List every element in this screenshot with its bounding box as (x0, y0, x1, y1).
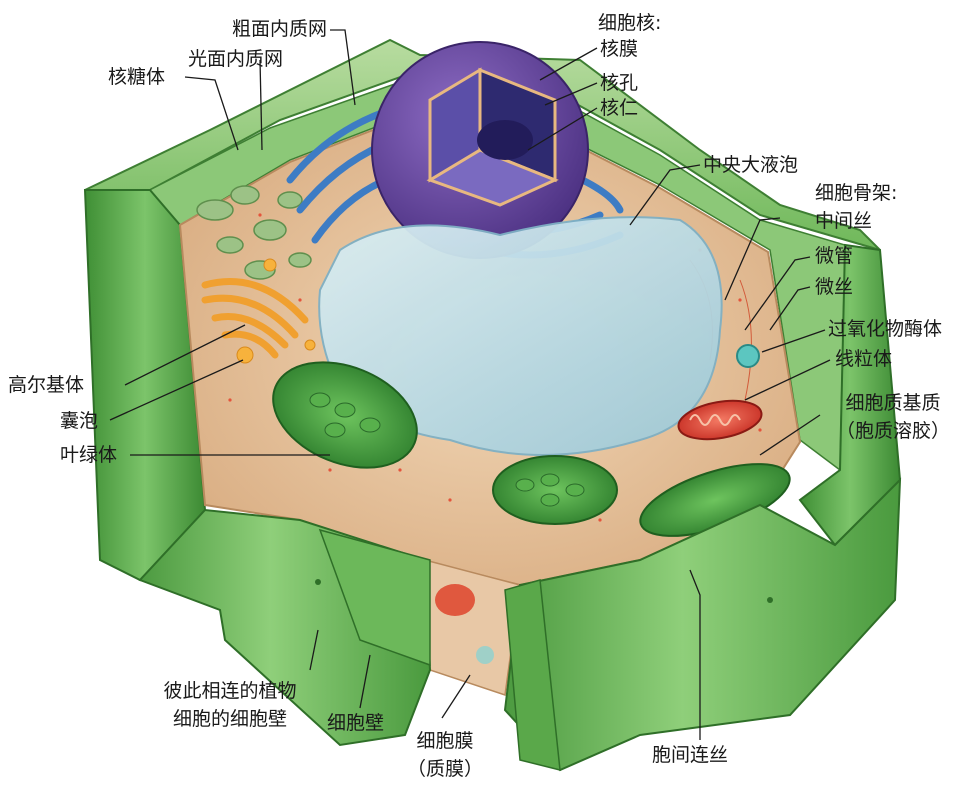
golgi-apparatus (201, 278, 309, 359)
cytoplasm-front (424, 559, 521, 696)
smooth-er (196, 185, 312, 280)
label-cytosol: 细胞质基质 （胞质溶胶） (818, 392, 968, 442)
label-vesicle: 囊泡 (60, 410, 99, 432)
label-peroxisome: 过氧化物酶体 (828, 318, 943, 340)
vesicles (236, 258, 316, 364)
label-cell-membrane-line2: （质膜） (406, 758, 483, 780)
label-nucleolus: 核仁 (600, 97, 639, 119)
label-microtubule: 微管 (815, 245, 854, 267)
cell-wall-front-right (503, 477, 902, 772)
label-adjacent-walls: 彼此相连的植物 细胞的细胞壁 (145, 680, 315, 730)
label-plasmodesmata: 胞间连丝 (652, 744, 729, 766)
label-cytoskeleton-heading: 细胞骨架: (815, 182, 898, 204)
adjacent-cell-walls-front (138, 508, 432, 747)
label-mitochondrion: 线粒体 (835, 348, 893, 370)
label-golgi: 高尔基体 (8, 374, 85, 396)
label-cell-membrane: 细胞膜 （质膜） (390, 730, 500, 780)
chloroplast-2 (492, 455, 618, 525)
label-cell-membrane-line1: 细胞膜 (416, 730, 474, 752)
nucleus (371, 41, 589, 259)
label-intermediate-filament: 中间丝 (815, 210, 873, 232)
mitochondrion (677, 399, 763, 441)
label-central-vacuole: 中央大液泡 (703, 154, 799, 176)
label-adjacent-walls-line1: 彼此相连的植物 (163, 680, 297, 702)
label-cell-wall: 细胞壁 (327, 712, 385, 734)
label-microfilament: 微丝 (815, 276, 854, 298)
label-nucleus-heading: 细胞核: (598, 12, 662, 34)
label-cytosol-line2: （胞质溶胶） (835, 420, 950, 442)
label-ribosome: 核糖体 (108, 66, 166, 88)
chloroplast-1 (272, 361, 418, 469)
label-nuclear-pore: 核孔 (600, 72, 639, 94)
leader-lines (109, 29, 831, 740)
label-cytosol-line1: 细胞质基质 (845, 392, 941, 414)
label-adjacent-walls-line2: 细胞的细胞壁 (172, 708, 287, 730)
peroxisome (736, 344, 760, 368)
label-rough-er: 粗面内质网 (232, 18, 328, 40)
label-chloroplast: 叶绿体 (60, 444, 118, 466)
label-smooth-er: 光面内质网 (188, 48, 284, 70)
label-nuclear-envelope: 核膜 (600, 38, 639, 60)
